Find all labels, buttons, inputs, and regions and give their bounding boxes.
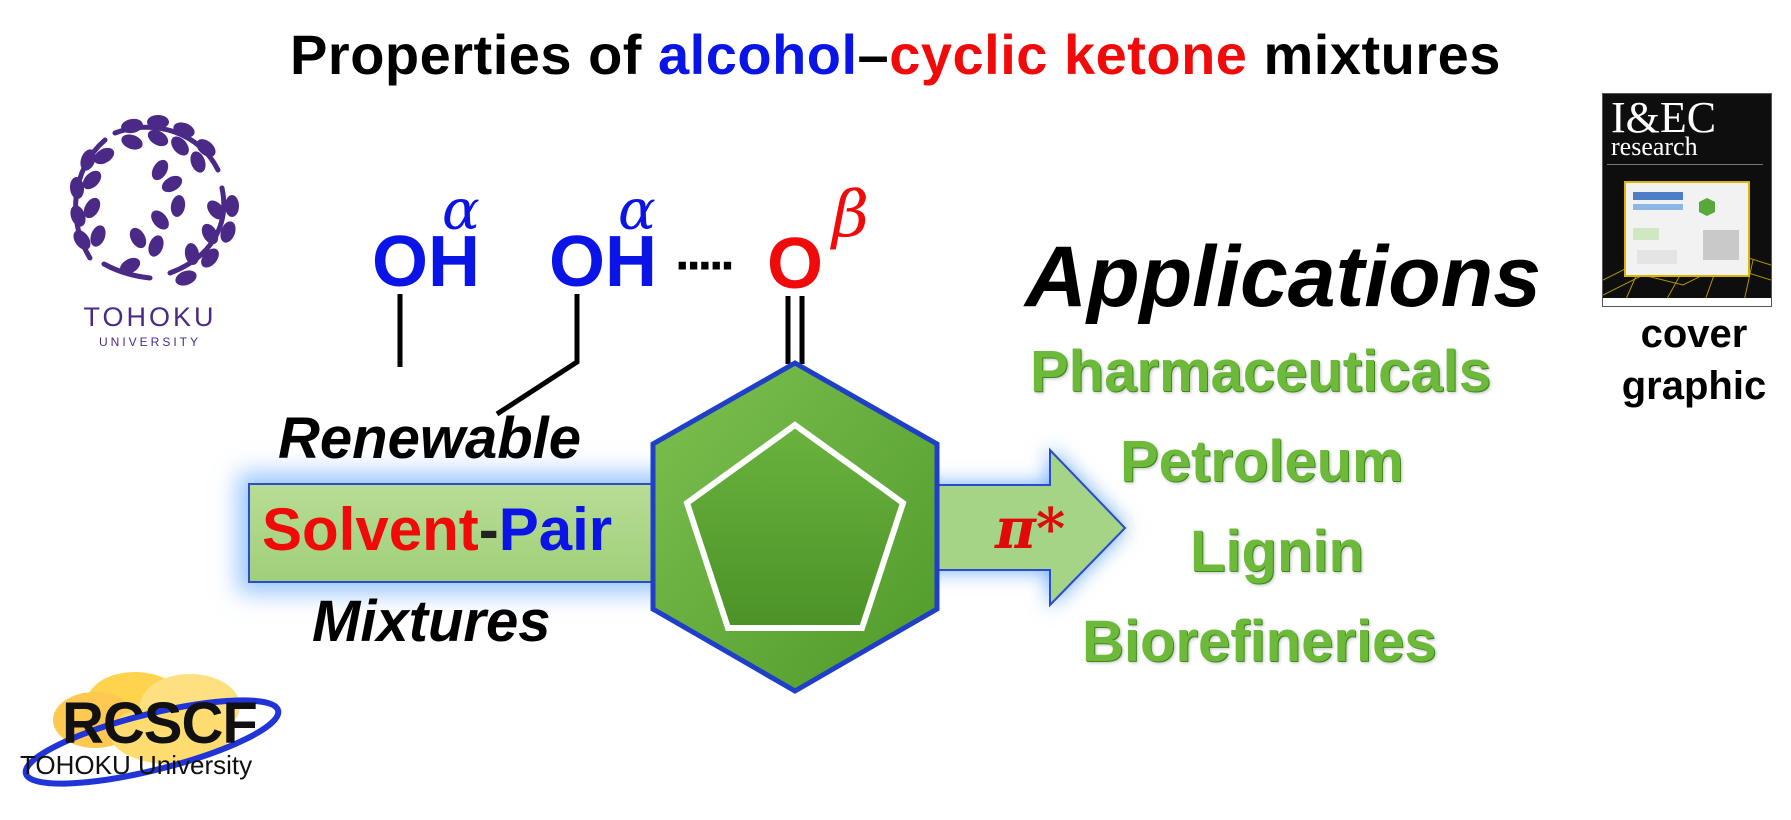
pair-word: Pair <box>498 496 613 563</box>
solvent-pair-label: Solvent-Pair <box>262 496 613 563</box>
rcscf-logo-subtext: TOHOKU University <box>20 750 253 780</box>
oh1-hydrogen: H <box>428 222 480 302</box>
solvent-pair-banner <box>248 483 672 583</box>
hydrogen-bond-dots: ····· <box>675 237 738 295</box>
tohoku-name: TOHOKU <box>83 302 217 332</box>
title-cyclic-ketone: cyclic ketone <box>889 23 1248 86</box>
renewable-label: Renewable <box>278 406 581 471</box>
applications-title: Applications <box>1025 229 1542 325</box>
cover-journal-name: I&EC <box>1611 93 1717 142</box>
tohoku-university-logo-icon <box>69 115 239 286</box>
oh2-oxygen: O <box>549 222 606 302</box>
application-item-biorefineries: Biorefineries <box>1082 609 1437 674</box>
ketone-oxygen: O <box>767 224 824 304</box>
ketone-beta: β <box>832 178 869 252</box>
tohoku-logo-text: TOHOKU UNIVERSITY <box>60 302 240 349</box>
mixtures-label: Mixtures <box>312 589 551 654</box>
oh2-hydrogen: H <box>605 222 657 302</box>
solvent-word: Solvent <box>262 496 479 563</box>
oh1-alpha: α <box>442 178 480 243</box>
cover-journal-subtitle: research <box>1611 132 1698 161</box>
title-alcohol: alcohol <box>658 23 858 86</box>
application-item-petroleum: Petroleum <box>1120 429 1404 494</box>
oh2-alpha: α <box>618 178 656 243</box>
application-item-lignin: Lignin <box>1190 519 1364 584</box>
journal-cover-thumbnail: I&EC research <box>1602 93 1772 307</box>
rcscf-logo-text: RCSCF <box>62 691 258 756</box>
oh2-bond <box>495 294 580 417</box>
application-item-pharmaceuticals: Pharmaceuticals <box>1030 339 1492 404</box>
rcscf-logo-icon <box>22 672 282 787</box>
cyclopentanone-hexagon-icon <box>650 360 940 694</box>
page-title: Properties of alcohol–cyclic ketone mixt… <box>290 23 1501 86</box>
pi-star-label: π* <box>995 496 1066 562</box>
oh1-oxygen: O <box>372 222 429 302</box>
cover-graphic-label: cover graphic <box>1621 312 1767 408</box>
cover-artwork-icon <box>1603 181 1771 306</box>
tohoku-sub: UNIVERSITY <box>98 335 201 349</box>
